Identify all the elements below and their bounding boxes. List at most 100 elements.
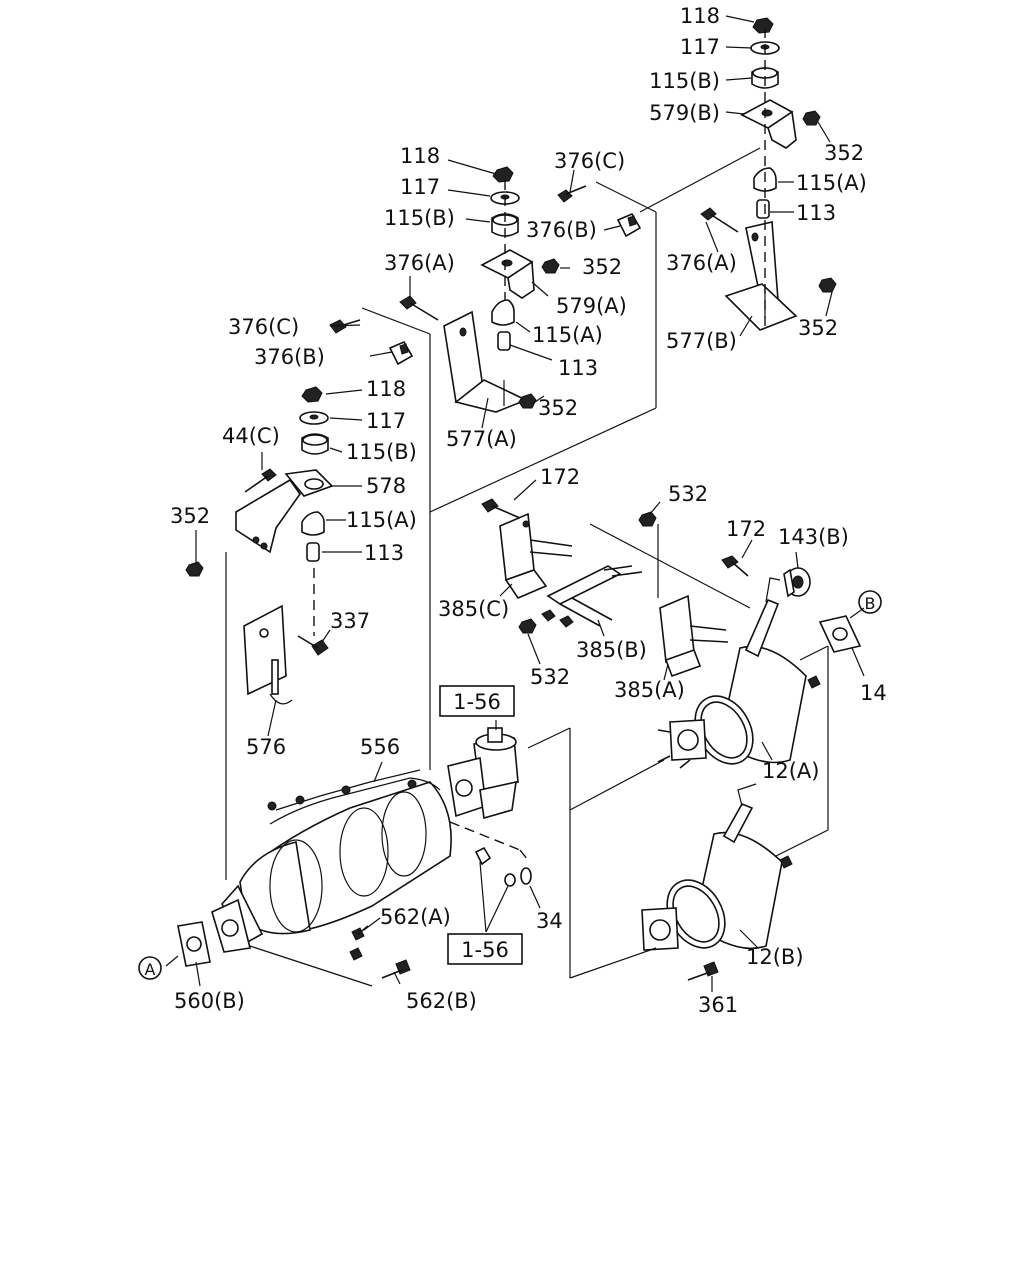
bolt-376a-icon xyxy=(700,207,739,233)
callout-532: 532 xyxy=(668,482,708,506)
callout-385c: 385(C) xyxy=(438,597,509,621)
callout-560b: 560(B) xyxy=(174,989,245,1013)
mount-assembly-center xyxy=(329,166,642,413)
callout-12a: 12(A) xyxy=(762,759,819,783)
callout-44c: 44(C) xyxy=(222,424,280,448)
bolt-376a-icon xyxy=(399,295,439,321)
callout-578: 578 xyxy=(366,474,406,498)
callout-577b: 577(B) xyxy=(666,329,737,353)
nut-118-icon xyxy=(492,166,514,183)
callout-118: 118 xyxy=(366,377,406,401)
callout-115b: 115(B) xyxy=(346,440,417,464)
callout-172: 172 xyxy=(726,517,766,541)
callout-172: 172 xyxy=(540,465,580,489)
rubber-115a-icon xyxy=(301,511,325,536)
connector-a: A xyxy=(138,956,162,980)
dpf-556 xyxy=(177,769,452,979)
bolt-44c-icon xyxy=(244,468,277,493)
rubber-115a-icon xyxy=(491,299,515,326)
callout-376a: 376(A) xyxy=(384,251,455,275)
sleeve-113-icon xyxy=(497,331,511,351)
callout-579a: 579(A) xyxy=(556,294,627,318)
gasket-34-icon xyxy=(520,867,532,885)
callout-376c: 376(C) xyxy=(554,149,625,173)
callout-117: 117 xyxy=(366,409,406,433)
callout-361: 361 xyxy=(698,993,738,1017)
hanger-143b-icon xyxy=(783,567,811,598)
nut-118-icon xyxy=(301,386,323,403)
callout-376b: 376(B) xyxy=(254,345,325,369)
sensor-assembly xyxy=(447,727,532,887)
bolt-172-icon xyxy=(481,498,521,519)
callout-562b: 562(B) xyxy=(406,989,477,1013)
callout-143b: 143(B) xyxy=(778,525,849,549)
bracket-group-385 xyxy=(481,498,811,678)
callout-labels: 118 117 115(B) 579(B) 352 115(A) 113 376… xyxy=(170,4,887,1017)
nut-532-icon xyxy=(518,618,537,634)
callout-576: 576 xyxy=(246,735,286,759)
callout-579b: 579(B) xyxy=(649,101,720,125)
callout-117: 117 xyxy=(680,35,720,59)
callout-352: 352 xyxy=(170,504,210,528)
muffler-12a xyxy=(657,577,862,769)
ref-box-label: 1-56 xyxy=(453,690,501,714)
callout-352: 352 xyxy=(798,316,838,340)
callout-376a: 376(A) xyxy=(666,251,737,275)
connector-b: B xyxy=(858,590,882,614)
bolt-172-icon xyxy=(721,555,749,577)
callout-113: 113 xyxy=(796,201,836,225)
bolt-562b-icon xyxy=(381,959,411,979)
ref-box-2[interactable]: 1-56 xyxy=(447,933,523,965)
bolt-361-icon xyxy=(687,961,719,981)
callout-113: 113 xyxy=(364,541,404,565)
nut-118-icon xyxy=(752,17,774,34)
callout-113: 113 xyxy=(558,356,598,380)
clip-376b-icon xyxy=(388,340,414,366)
muffler-12b xyxy=(641,783,793,981)
connector-a-label: A xyxy=(145,960,156,979)
callout-352: 352 xyxy=(538,396,578,420)
nut-532-icon xyxy=(638,511,657,527)
callout-118: 118 xyxy=(680,4,720,28)
nut-352-icon xyxy=(541,258,560,274)
callout-385b: 385(B) xyxy=(576,638,647,662)
ref-box-1[interactable]: 1-56 xyxy=(439,685,515,717)
callout-115a: 115(A) xyxy=(346,508,417,532)
callout-376c: 376(C) xyxy=(228,315,299,339)
mount-assembly-right xyxy=(700,17,837,331)
callout-115b: 115(B) xyxy=(649,69,720,93)
callout-352: 352 xyxy=(582,255,622,279)
callout-34: 34 xyxy=(536,909,563,933)
bolt-337-icon xyxy=(297,635,329,656)
bolt-376c-icon xyxy=(329,319,361,334)
leader-lines xyxy=(165,15,865,992)
callout-337: 337 xyxy=(330,609,370,633)
nut-352-icon xyxy=(518,393,537,409)
callout-115b: 115(B) xyxy=(384,206,455,230)
callout-577a: 577(A) xyxy=(446,427,517,451)
mount-assembly-left xyxy=(185,386,334,705)
callout-12b: 12(B) xyxy=(746,945,804,969)
callout-556: 556 xyxy=(360,735,400,759)
callout-562a: 562(A) xyxy=(380,905,451,929)
callout-352: 352 xyxy=(824,141,864,165)
callout-118: 118 xyxy=(400,144,440,168)
clip-376b-icon xyxy=(616,212,642,238)
sleeve-113-icon xyxy=(306,542,320,562)
ref-box-label: 1-56 xyxy=(461,938,509,962)
nut-352-icon xyxy=(185,561,204,577)
callout-117: 117 xyxy=(400,175,440,199)
callout-115a: 115(A) xyxy=(796,171,867,195)
bracket-576-icon xyxy=(243,604,287,696)
sleeve-113-icon xyxy=(756,199,770,219)
connector-b-label: B xyxy=(865,594,876,613)
callout-14: 14 xyxy=(860,681,887,705)
bolt-562a-icon xyxy=(349,925,369,961)
bracket-385b-icon xyxy=(546,565,622,605)
nut-352-icon xyxy=(802,110,821,126)
callout-385a: 385(A) xyxy=(614,678,685,702)
callout-376b: 376(B) xyxy=(526,218,597,242)
callout-115a: 115(A) xyxy=(532,323,603,347)
bolt-376c-icon xyxy=(557,185,587,203)
